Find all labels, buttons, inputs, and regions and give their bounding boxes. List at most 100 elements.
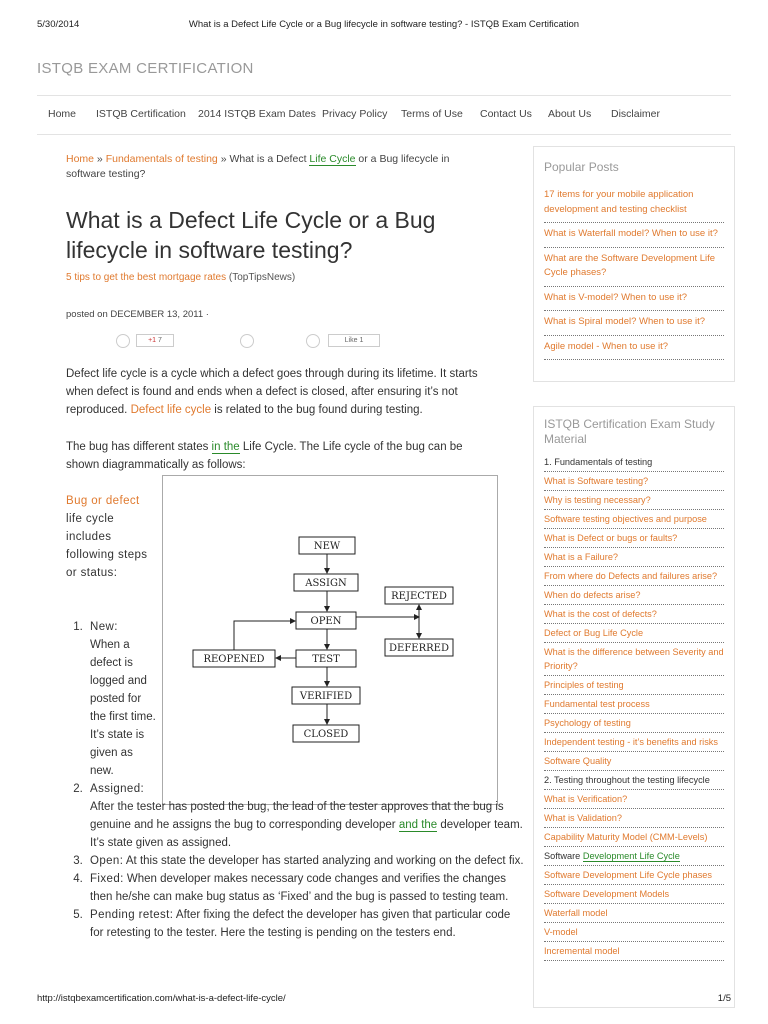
breadcrumb: Home » Fundamentals of testing » What is…: [66, 152, 486, 182]
study-link[interactable]: Incremental model: [544, 942, 724, 961]
study-link[interactable]: Why is testing necessary?: [544, 491, 724, 510]
share-bar: +1 7 Like 1: [112, 330, 412, 348]
study-link[interactable]: Software Quality: [544, 752, 724, 771]
gplus-count: 7: [158, 337, 162, 344]
study-link[interactable]: What is Validation?: [544, 809, 724, 828]
study-material-widget: ISTQB Certification Exam Study Material …: [533, 406, 735, 1008]
sponsored-line: 5 tips to get the best mortgage rates (T…: [66, 272, 295, 283]
popular-post-link[interactable]: Agile model - When to use it?: [544, 336, 724, 360]
node-deferred: DEFERRED: [389, 643, 449, 654]
node-closed: CLOSED: [304, 729, 349, 740]
node-open: OPEN: [311, 616, 342, 627]
breadcrumb-sep: »: [94, 153, 106, 165]
nav-home[interactable]: Home: [48, 108, 77, 120]
site-title[interactable]: ISTQB EXAM CERTIFICATION: [37, 60, 254, 77]
states-paragraph: The bug has different states in the Life…: [66, 438, 496, 474]
nav-about-us[interactable]: About Us: [548, 108, 592, 120]
share-circle-icon[interactable]: [240, 334, 254, 348]
node-open-box: [295, 611, 357, 630]
node-assign: ASSIGN: [304, 578, 347, 589]
divider: [37, 95, 731, 96]
popular-post-link[interactable]: What are the Software Development Life C…: [544, 248, 724, 287]
sdlc-prefix: Software: [544, 851, 583, 861]
nav-contact-us[interactable]: Contact Us: [480, 108, 532, 120]
breadcrumb-current: or a Bug lifecycle in software testing?: [66, 153, 450, 180]
study-link[interactable]: When do defects arise?: [544, 586, 724, 605]
nav-istqb-certification[interactable]: ISTQB Certification: [96, 108, 186, 120]
section-heading: 2. Testing throughout the testing lifecy…: [544, 771, 724, 790]
post-date: posted on DECEMBER 13, 2011 ·: [66, 309, 209, 320]
page-number: 1/5: [717, 993, 731, 1004]
in-the-link[interactable]: in the: [211, 441, 240, 454]
print-url: http://istqbexamcertification.com/what-i…: [37, 993, 286, 1004]
state-text: At this state the developer has started …: [123, 855, 524, 867]
node-new: NEW: [314, 541, 341, 552]
popular-posts-list: 17 items for your mobile application dev…: [534, 184, 734, 360]
popular-post-link[interactable]: What is Spiral model? When to use it?: [544, 311, 724, 336]
sponsored-link[interactable]: 5 tips to get the best mortgage rates: [66, 272, 227, 283]
study-link[interactable]: What is the difference between Severity …: [544, 643, 724, 676]
study-link[interactable]: What is Defect or bugs or faults?: [544, 529, 724, 548]
node-deferred-box: [384, 638, 454, 657]
study-link[interactable]: What is the cost of defects?: [544, 605, 724, 624]
popular-post-link[interactable]: 17 items for your mobile application dev…: [544, 184, 724, 223]
node-verified: VERIFIED: [299, 691, 352, 702]
study-link[interactable]: Defect or Bug Life Cycle: [544, 624, 724, 643]
state-text: When developer makes necessary code chan…: [90, 873, 509, 903]
list-item: Fixed: When developer makes necessary co…: [86, 870, 526, 906]
and-the-link[interactable]: and the: [398, 819, 438, 832]
study-link[interactable]: What is Software testing?: [544, 472, 724, 491]
diagram-svg: NEW ASSIGN OPEN TEST VERIFIED CLOSED REJ…: [192, 536, 454, 743]
intro-text: Defect life cycle is a cycle which a def…: [66, 368, 478, 416]
state-label: Pending retest:: [90, 909, 174, 921]
study-link[interactable]: Capability Maturity Model (CMM-Levels): [544, 828, 724, 847]
popular-post-link[interactable]: What is V-model? When to use it?: [544, 287, 724, 311]
study-material-list: 1. Fundamentals of testing What is Softw…: [534, 453, 734, 961]
study-link[interactable]: From where do Defects and failures arise…: [544, 567, 724, 586]
print-title: What is a Defect Life Cycle or a Bug lif…: [188, 19, 580, 30]
study-link[interactable]: V-model: [544, 923, 724, 942]
nav-terms-of-use[interactable]: Terms of Use: [401, 108, 463, 120]
breadcrumb-category[interactable]: Fundamentals of testing: [105, 153, 218, 165]
bug-lifecycle-text: life cycle includes following steps or s…: [66, 513, 148, 579]
state-text: developer team. It’s state given as assi…: [90, 819, 523, 849]
share-circle-icon[interactable]: [306, 334, 320, 348]
popular-posts-widget: Popular Posts 17 items for your mobile a…: [533, 146, 735, 382]
nav-disclaimer[interactable]: Disclaimer: [611, 108, 661, 120]
node-assign-box: [293, 573, 359, 592]
states-list: New: When a defect is logged and posted …: [66, 618, 526, 942]
study-link[interactable]: Software Development Models: [544, 885, 724, 904]
gplus-button[interactable]: +1 7: [136, 334, 174, 347]
intro-paragraph: Defect life cycle is a cycle which a def…: [66, 365, 496, 419]
sdlc-link[interactable]: Development Life Cycle: [582, 851, 680, 862]
list-item: New: When a defect is logged and posted …: [86, 618, 526, 780]
like-button[interactable]: Like 1: [328, 334, 380, 347]
study-link[interactable]: What is Verification?: [544, 790, 724, 809]
study-link[interactable]: Software testing objectives and purpose: [544, 510, 724, 529]
study-link[interactable]: Principles of testing: [544, 676, 724, 695]
state-label: Fixed:: [90, 873, 124, 885]
study-link[interactable]: What is a Failure?: [544, 548, 724, 567]
share-circle-icon[interactable]: [116, 334, 130, 348]
intro-text: is related to the bug found during testi…: [211, 404, 423, 416]
study-link[interactable]: Psychology of testing: [544, 714, 724, 733]
state-label: Open:: [90, 855, 124, 867]
node-reopened: REOPENED: [203, 654, 264, 665]
study-link[interactable]: Software Development Life Cycle phases: [544, 866, 724, 885]
bug-or-defect-link[interactable]: Bug or defect: [66, 495, 140, 507]
defect-life-cycle-link[interactable]: Defect life cycle: [130, 404, 212, 416]
nav-exam-dates[interactable]: 2014 ISTQB Exam Dates: [198, 108, 316, 120]
study-link[interactable]: Waterfall model: [544, 904, 724, 923]
popular-post-link[interactable]: What is Waterfall model? When to use it?: [544, 223, 724, 248]
breadcrumb-inline-link[interactable]: Life Cycle: [309, 153, 356, 166]
state-text: After the tester has posted the bug, the…: [90, 801, 504, 831]
list-item: Pending retest: After fixing the defect …: [86, 906, 526, 942]
study-link[interactable]: Fundamental test process: [544, 695, 724, 714]
like-count: 1: [359, 337, 364, 344]
section-heading: 1. Fundamentals of testing: [544, 453, 724, 472]
breadcrumb-home[interactable]: Home: [66, 153, 95, 165]
gplus-label: +1: [148, 337, 157, 344]
study-link[interactable]: Independent testing - it’s benefits and …: [544, 733, 724, 752]
popular-posts-heading: Popular Posts: [544, 160, 619, 174]
nav-privacy-policy[interactable]: Privacy Policy: [322, 108, 388, 120]
